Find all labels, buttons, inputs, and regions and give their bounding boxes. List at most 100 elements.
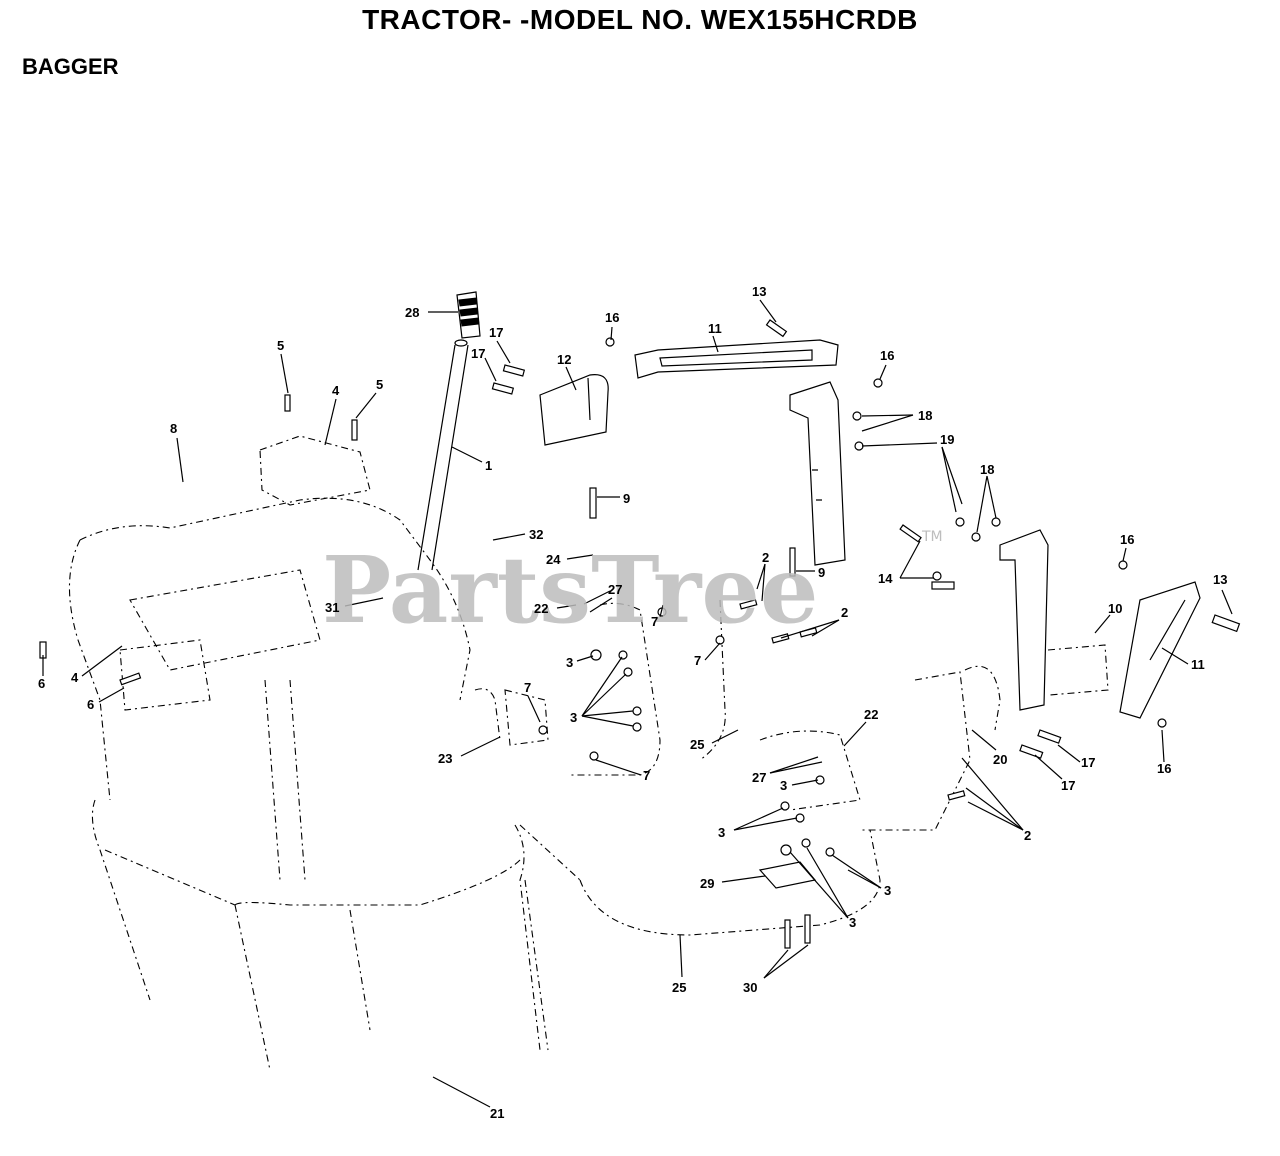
leader-2c-2	[965, 787, 1024, 831]
leader-8	[176, 437, 184, 483]
chute-tube	[417, 344, 469, 571]
callout-29: 29	[700, 876, 714, 891]
nut	[632, 722, 642, 732]
nut	[1157, 718, 1167, 728]
callout-2: 2	[841, 605, 848, 620]
callout-17: 17	[1061, 778, 1075, 793]
leader-3d-2	[733, 817, 798, 831]
nut	[632, 706, 642, 716]
callout-labels: 28 13 16 11 17 17 12 5 4 5 16 18 19 8 1 …	[38, 284, 1227, 1121]
leader-10	[1094, 614, 1111, 634]
callout-5: 5	[277, 338, 284, 353]
leader-27a-1	[583, 590, 611, 605]
leader-2c-1	[961, 757, 1024, 831]
leader-14-2	[899, 540, 921, 579]
bag-frame-lower	[519, 824, 881, 936]
nut	[795, 813, 805, 823]
leader-25a	[711, 729, 739, 744]
handle-grip-knurl	[458, 297, 480, 327]
bagger-top-cap	[259, 435, 371, 506]
leader-32	[492, 533, 526, 541]
leader-29	[721, 875, 766, 883]
leader-3c	[791, 779, 819, 786]
leader-13b	[1221, 589, 1233, 615]
plate-29	[758, 861, 817, 889]
callout-12: 12	[557, 352, 571, 367]
leader-11b	[1161, 647, 1189, 665]
leader-16c	[1122, 547, 1127, 562]
leader-18a-1	[861, 414, 914, 417]
leader-30-2	[763, 944, 809, 979]
callout-5: 5	[376, 377, 383, 392]
nut	[780, 844, 792, 856]
bagger-housing-left	[68, 539, 111, 801]
leader-19-3	[941, 446, 963, 505]
leader-17c	[1057, 744, 1081, 763]
callout-23: 23	[438, 751, 452, 766]
support-plate-11-slot	[659, 349, 813, 367]
nut	[955, 517, 965, 527]
nut	[589, 751, 599, 761]
callout-11: 11	[708, 321, 722, 336]
callout-7: 7	[651, 614, 658, 629]
watermark-logo: PartsTree	[322, 536, 818, 644]
latch-23	[474, 688, 549, 746]
callout-27: 27	[752, 770, 766, 785]
callout-25: 25	[672, 980, 686, 995]
nut	[801, 838, 811, 848]
section-title: BAGGER	[22, 54, 119, 79]
callout-13: 13	[1213, 572, 1227, 587]
leader-3b-2	[581, 673, 627, 717]
leader-21	[432, 1076, 491, 1108]
callout-32: 32	[529, 527, 543, 542]
bag-body-outline	[91, 799, 271, 1071]
bolt	[1211, 614, 1241, 633]
upright-bracket	[789, 381, 846, 566]
bag-frame-right	[860, 671, 971, 831]
leader-13a	[759, 299, 777, 323]
leader-3e-1	[831, 854, 882, 889]
leader-5a	[280, 353, 289, 394]
bagger-housing-inner	[129, 569, 321, 671]
callout-6: 6	[38, 676, 45, 691]
callout-4: 4	[71, 670, 79, 685]
leader-27b-2	[769, 761, 823, 774]
bagger-lower-side	[119, 639, 211, 711]
callout-3: 3	[718, 825, 725, 840]
callout-9: 9	[818, 565, 825, 580]
leader-3b-1	[581, 656, 623, 717]
callout-9: 9	[623, 491, 630, 506]
callout-24: 24	[546, 552, 561, 567]
callout-1: 1	[485, 458, 492, 473]
leader-7b	[704, 642, 721, 661]
bagger-housing-outline	[79, 497, 471, 701]
nut	[715, 635, 725, 645]
leader-3e-2	[847, 869, 882, 889]
callout-21: 21	[490, 1106, 504, 1121]
bolt	[784, 919, 791, 949]
callout-13: 13	[752, 284, 766, 299]
leader-25b	[679, 934, 683, 978]
leader-20	[971, 729, 997, 751]
leader-3f-1	[789, 851, 849, 919]
nut	[991, 517, 1001, 527]
tube-end-cap	[454, 339, 468, 347]
nut	[971, 532, 981, 542]
callout-16: 16	[880, 348, 894, 363]
leader-2b-1	[780, 619, 840, 639]
callout-7: 7	[643, 768, 650, 783]
callout-4: 4	[332, 383, 340, 398]
leader-16d	[1161, 729, 1165, 763]
nut	[852, 411, 862, 421]
leader-lines	[42, 299, 1233, 1108]
bolt	[119, 672, 142, 686]
bracket-20	[964, 665, 1001, 731]
nut	[932, 571, 942, 581]
leader-2a-2	[761, 563, 766, 602]
bolt	[589, 487, 597, 519]
leader-2b-2	[811, 619, 840, 637]
bolt	[804, 914, 811, 944]
callout-20: 20	[993, 752, 1007, 767]
bracket-12	[539, 374, 609, 446]
